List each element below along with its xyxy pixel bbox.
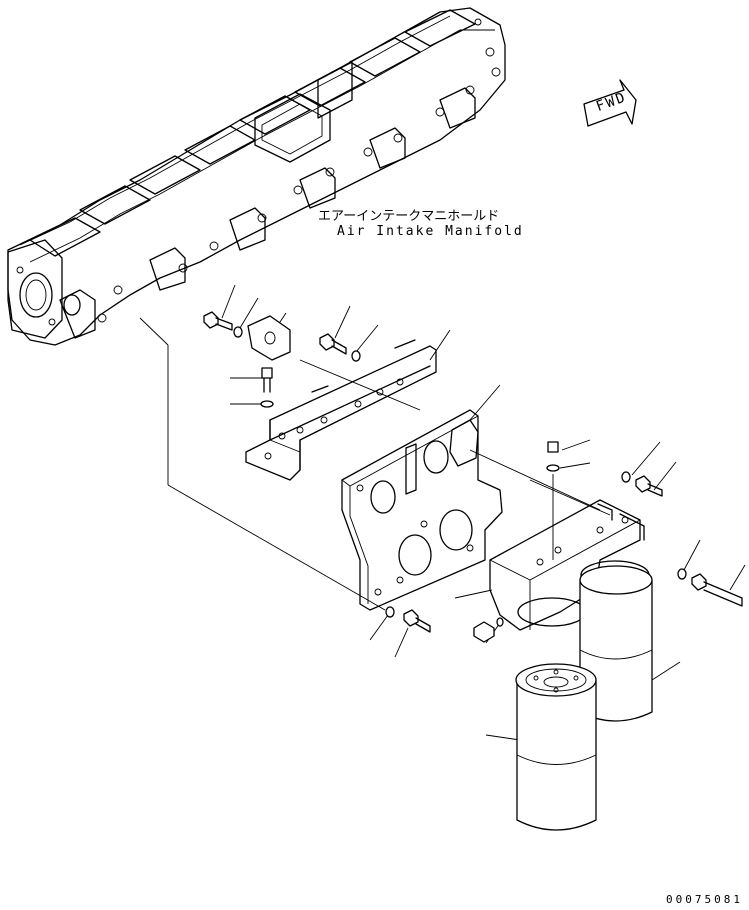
air-intake-manifold xyxy=(7,7,506,346)
mounting-plate xyxy=(341,409,503,611)
leader-lines xyxy=(139,284,746,741)
part-title-english: Air Intake Manifold xyxy=(337,224,524,239)
mounting-bracket xyxy=(245,339,437,481)
drawing-number: 00075081 xyxy=(666,893,743,906)
fwd-arrow-icon xyxy=(583,79,637,127)
fastener-set-lower xyxy=(385,606,431,633)
filter-cartridge-front xyxy=(515,663,597,831)
filter-head xyxy=(473,441,650,643)
filter-cartridge-rear xyxy=(579,565,653,722)
fastener-set-right xyxy=(621,471,743,607)
fastener-set-upper xyxy=(203,311,361,408)
part-title-japanese: エアーインテークマニホールド xyxy=(318,209,500,224)
